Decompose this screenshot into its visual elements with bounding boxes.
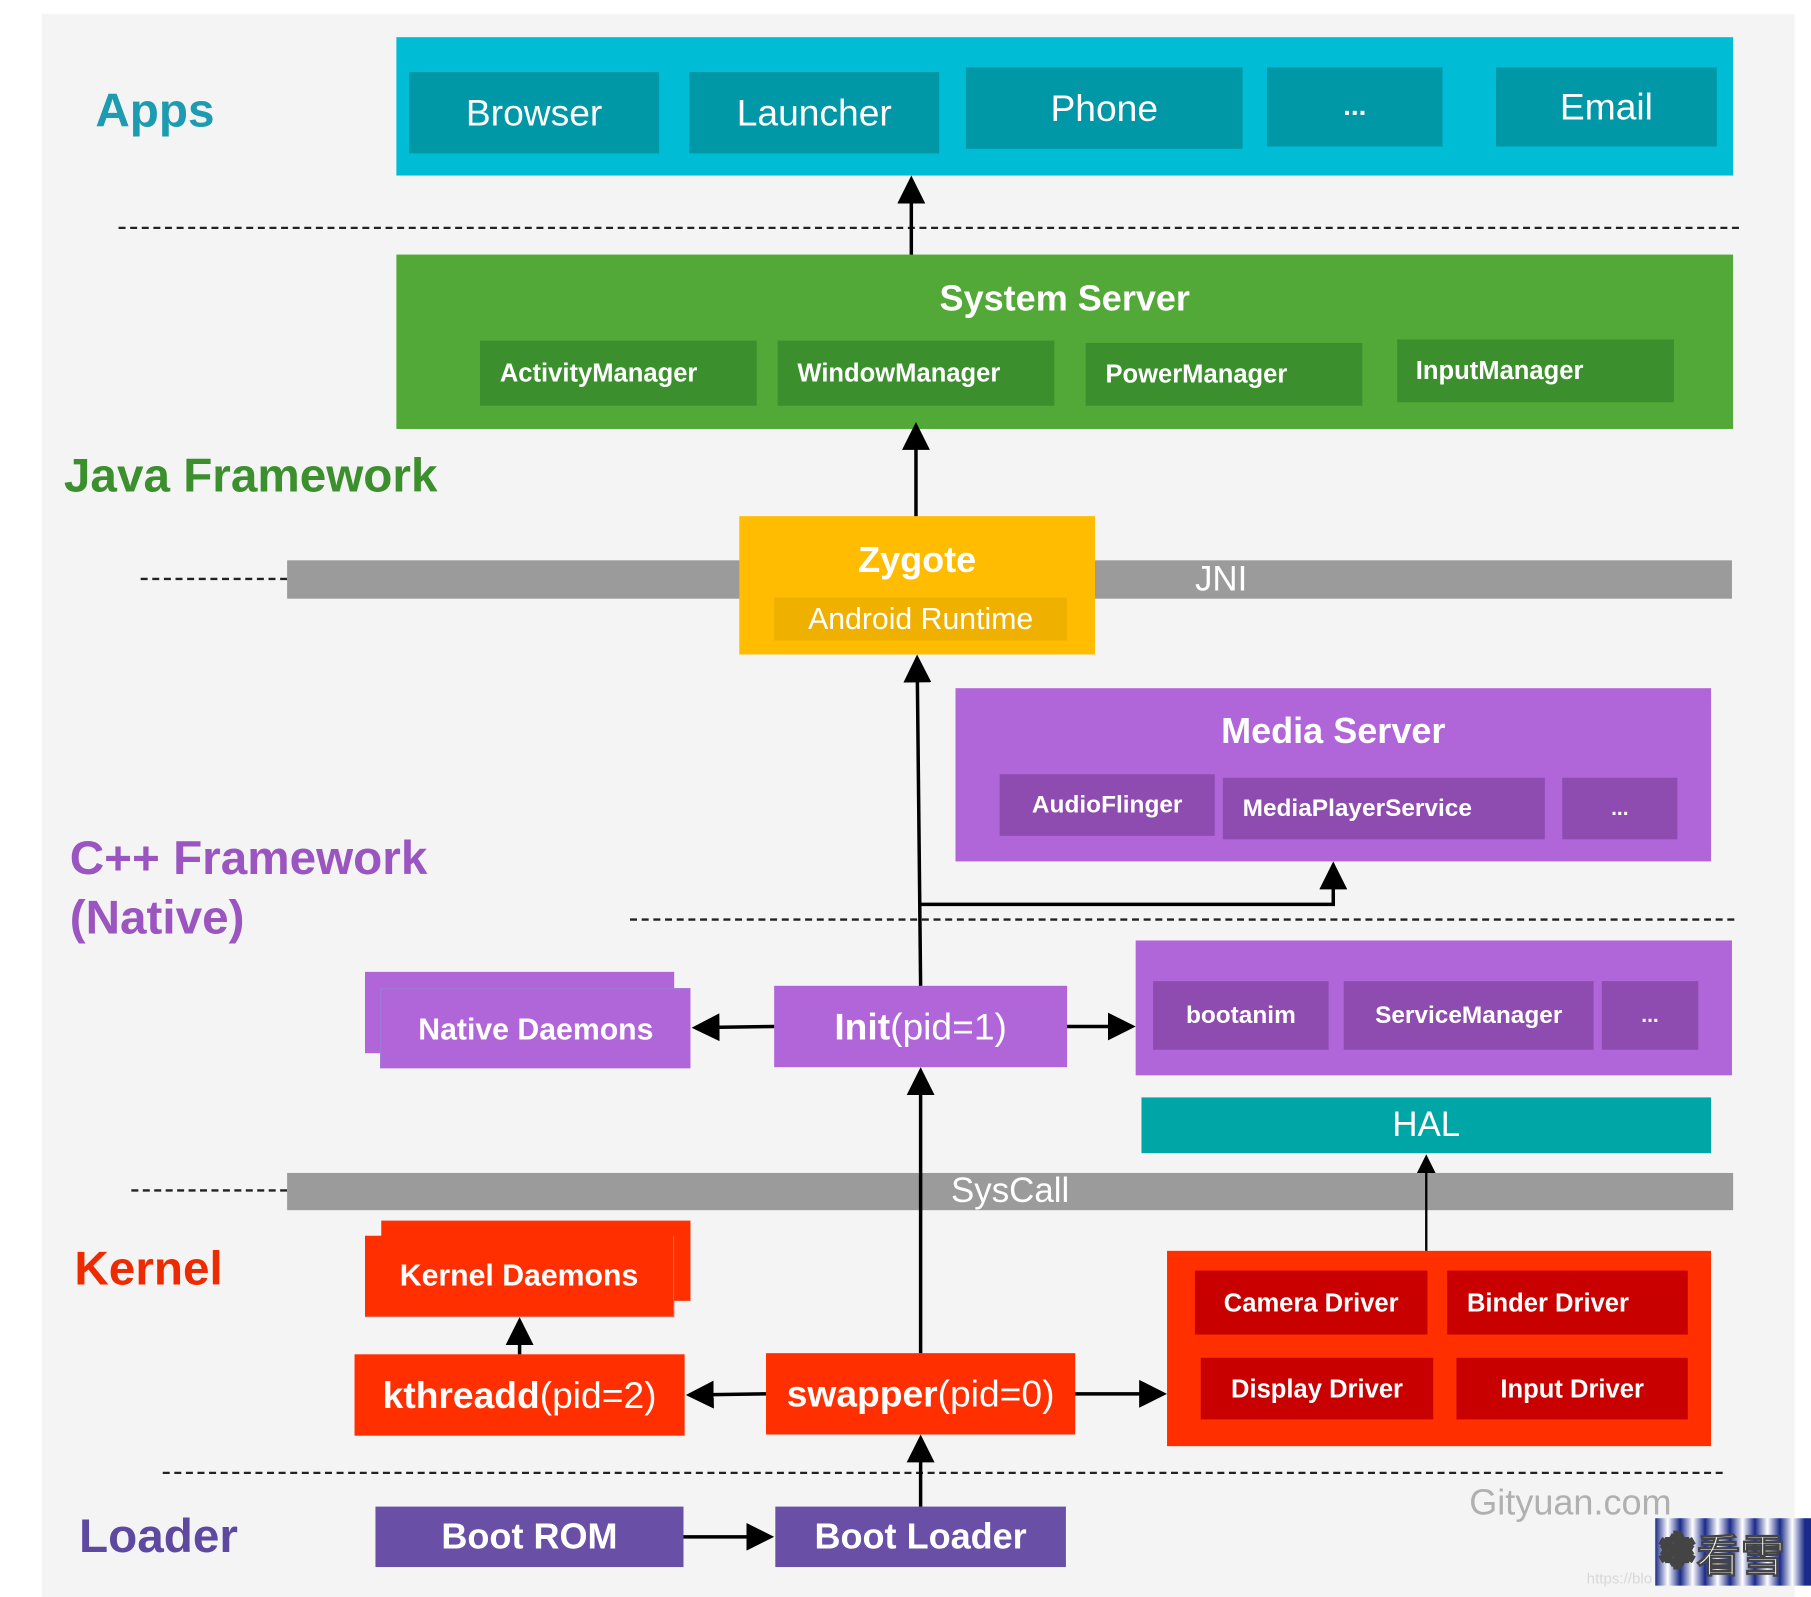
kthreadd-process[interactable]: kthreadd(pid=2) bbox=[354, 1354, 685, 1436]
android-runtime[interactable]: Android Runtime bbox=[774, 597, 1068, 641]
init-name: Init bbox=[834, 1004, 891, 1047]
app-email[interactable]: Email bbox=[1496, 67, 1717, 147]
native-services-more[interactable]: ... bbox=[1601, 981, 1699, 1050]
layer-label-native: (Native) bbox=[69, 890, 245, 944]
kanxue-logo: ❄ 看雪 bbox=[1655, 1518, 1811, 1586]
driver-display[interactable]: Display Driver bbox=[1200, 1357, 1434, 1420]
separator-apps-java bbox=[118, 226, 1739, 230]
service-input-manager[interactable]: InputManager bbox=[1397, 339, 1674, 403]
zygote-title: Zygote bbox=[858, 539, 977, 581]
swapper-pid: (pid=0) bbox=[937, 1372, 1055, 1415]
layer-label-java-framework: Java Framework bbox=[63, 448, 438, 503]
media-server-more[interactable]: ... bbox=[1562, 777, 1678, 840]
native-daemons[interactable]: Native Daemons bbox=[380, 988, 691, 1069]
init-process[interactable]: Init(pid=1) bbox=[774, 985, 1068, 1068]
layer-label-loader: Loader bbox=[79, 1508, 238, 1563]
init-pid: (pid=1) bbox=[890, 1004, 1007, 1047]
app-more[interactable]: ... bbox=[1267, 67, 1443, 147]
media-server-title: Media Server bbox=[1221, 710, 1446, 751]
driver-camera[interactable]: Camera Driver bbox=[1194, 1270, 1428, 1335]
watermark-site: Gityuan.com bbox=[1469, 1482, 1672, 1523]
swapper-name: swapper bbox=[786, 1372, 938, 1415]
layer-label-apps: Apps bbox=[95, 83, 215, 138]
boot-loader[interactable]: Boot Loader bbox=[775, 1506, 1066, 1568]
snowflake-icon: ❄ bbox=[1656, 1525, 1698, 1580]
hal-box[interactable]: HAL bbox=[1141, 1097, 1712, 1154]
separator-native-kernel bbox=[131, 1189, 288, 1192]
kernel-daemons[interactable]: Kernel Daemons bbox=[364, 1235, 675, 1318]
boot-rom[interactable]: Boot ROM bbox=[375, 1506, 684, 1568]
kthreadd-pid: (pid=2) bbox=[539, 1373, 657, 1416]
layer-label-kernel: Kernel bbox=[74, 1241, 223, 1296]
syscall-label: SysCall bbox=[951, 1171, 1070, 1211]
service-window-manager[interactable]: WindowManager bbox=[777, 340, 1055, 406]
system-server-title: System Server bbox=[939, 277, 1190, 319]
separator-java-jni bbox=[140, 577, 288, 581]
driver-binder[interactable]: Binder Driver bbox=[1447, 1270, 1688, 1335]
kanxue-logo-text: 看雪 bbox=[1695, 1529, 1786, 1582]
syscall-bar: SysCall bbox=[287, 1171, 1734, 1211]
layer-label-cpp-framework: C++ Framework bbox=[69, 831, 428, 885]
app-phone[interactable]: Phone bbox=[965, 67, 1243, 149]
app-launcher[interactable]: Launcher bbox=[689, 72, 940, 154]
separator-kernel-loader bbox=[162, 1471, 1723, 1475]
service-audio-flinger[interactable]: AudioFlinger bbox=[999, 774, 1215, 836]
service-activity-manager[interactable]: ActivityManager bbox=[480, 340, 757, 406]
separator-native-internal bbox=[630, 918, 1735, 921]
service-media-player[interactable]: MediaPlayerService bbox=[1222, 777, 1545, 840]
swapper-process[interactable]: swapper(pid=0) bbox=[766, 1353, 1076, 1435]
service-bootanim[interactable]: bootanim bbox=[1153, 981, 1329, 1050]
app-browser[interactable]: Browser bbox=[409, 72, 660, 154]
jni-label: JNI bbox=[1194, 560, 1248, 599]
service-power-manager[interactable]: PowerManager bbox=[1085, 342, 1363, 406]
watermark-url: https://blo bbox=[1586, 1569, 1653, 1587]
kthreadd-name: kthreadd bbox=[382, 1373, 540, 1416]
driver-input[interactable]: Input Driver bbox=[1456, 1357, 1688, 1420]
service-service-manager[interactable]: ServiceManager bbox=[1343, 981, 1594, 1050]
